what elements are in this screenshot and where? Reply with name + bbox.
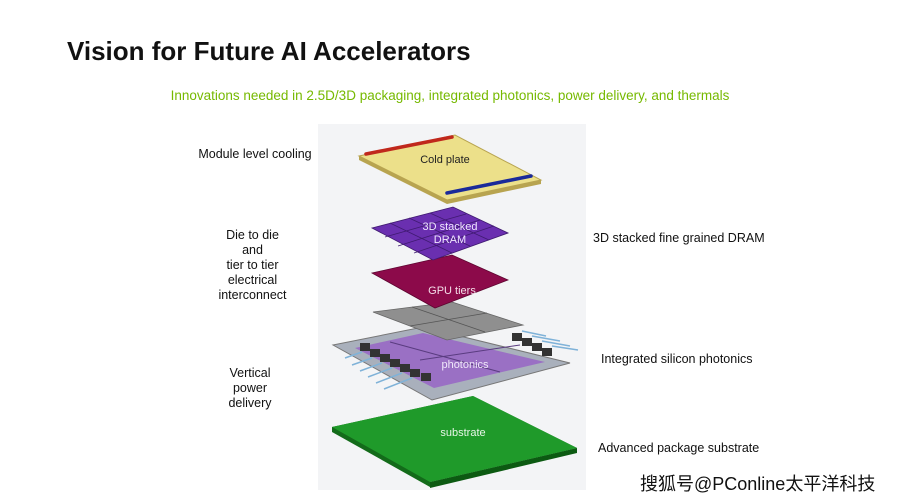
photonics-label: photonics bbox=[441, 359, 489, 371]
label-line: power bbox=[232, 381, 268, 395]
slide-title: Vision for Future AI Accelerators bbox=[67, 36, 471, 66]
label-line: tier to tier bbox=[226, 258, 279, 272]
label-line: interconnect bbox=[218, 288, 287, 302]
dram-layer: 3D stacked DRAM bbox=[370, 206, 510, 261]
gpu-tiers-layer: GPU tiers bbox=[370, 254, 510, 309]
label-interconnect: Die to die and tier to tier electrical i… bbox=[200, 228, 305, 303]
label-substrate: Advanced package substrate bbox=[598, 441, 760, 455]
substrate-layer: substrate bbox=[332, 396, 577, 488]
label-line: electrical bbox=[227, 273, 278, 287]
cold-plate-layer: Cold plate bbox=[357, 134, 543, 204]
cold-plate-label: Cold plate bbox=[420, 154, 470, 166]
watermark: 搜狐号@PConline太平洋科技 bbox=[640, 474, 876, 494]
photonics-layer: photonics bbox=[331, 326, 579, 401]
label-power-delivery: Vertical power delivery bbox=[210, 366, 290, 411]
label-line: Die to die bbox=[226, 228, 279, 242]
coolant-inlet-red bbox=[364, 135, 454, 156]
substrate-label: substrate bbox=[440, 427, 485, 439]
label-line: delivery bbox=[228, 396, 272, 410]
label-module-cooling: Module level cooling bbox=[198, 147, 312, 161]
label-line: Vertical bbox=[229, 366, 271, 380]
coolant-outlet-blue bbox=[445, 174, 533, 195]
label-line: and bbox=[242, 243, 263, 257]
dram-label-line2: DRAM bbox=[434, 234, 466, 246]
dram-label-line1: 3D stacked bbox=[422, 221, 477, 233]
interposer-layer bbox=[372, 301, 525, 341]
slide-subtitle: Innovations needed in 2.5D/3D packaging,… bbox=[170, 88, 730, 103]
photonic-chiplets bbox=[360, 333, 552, 381]
gpu-tiers-label: GPU tiers bbox=[428, 285, 476, 297]
label-photonics: Integrated silicon photonics bbox=[601, 352, 753, 366]
label-dram: 3D stacked fine grained DRAM bbox=[593, 231, 765, 245]
optical-fibers bbox=[344, 330, 579, 390]
